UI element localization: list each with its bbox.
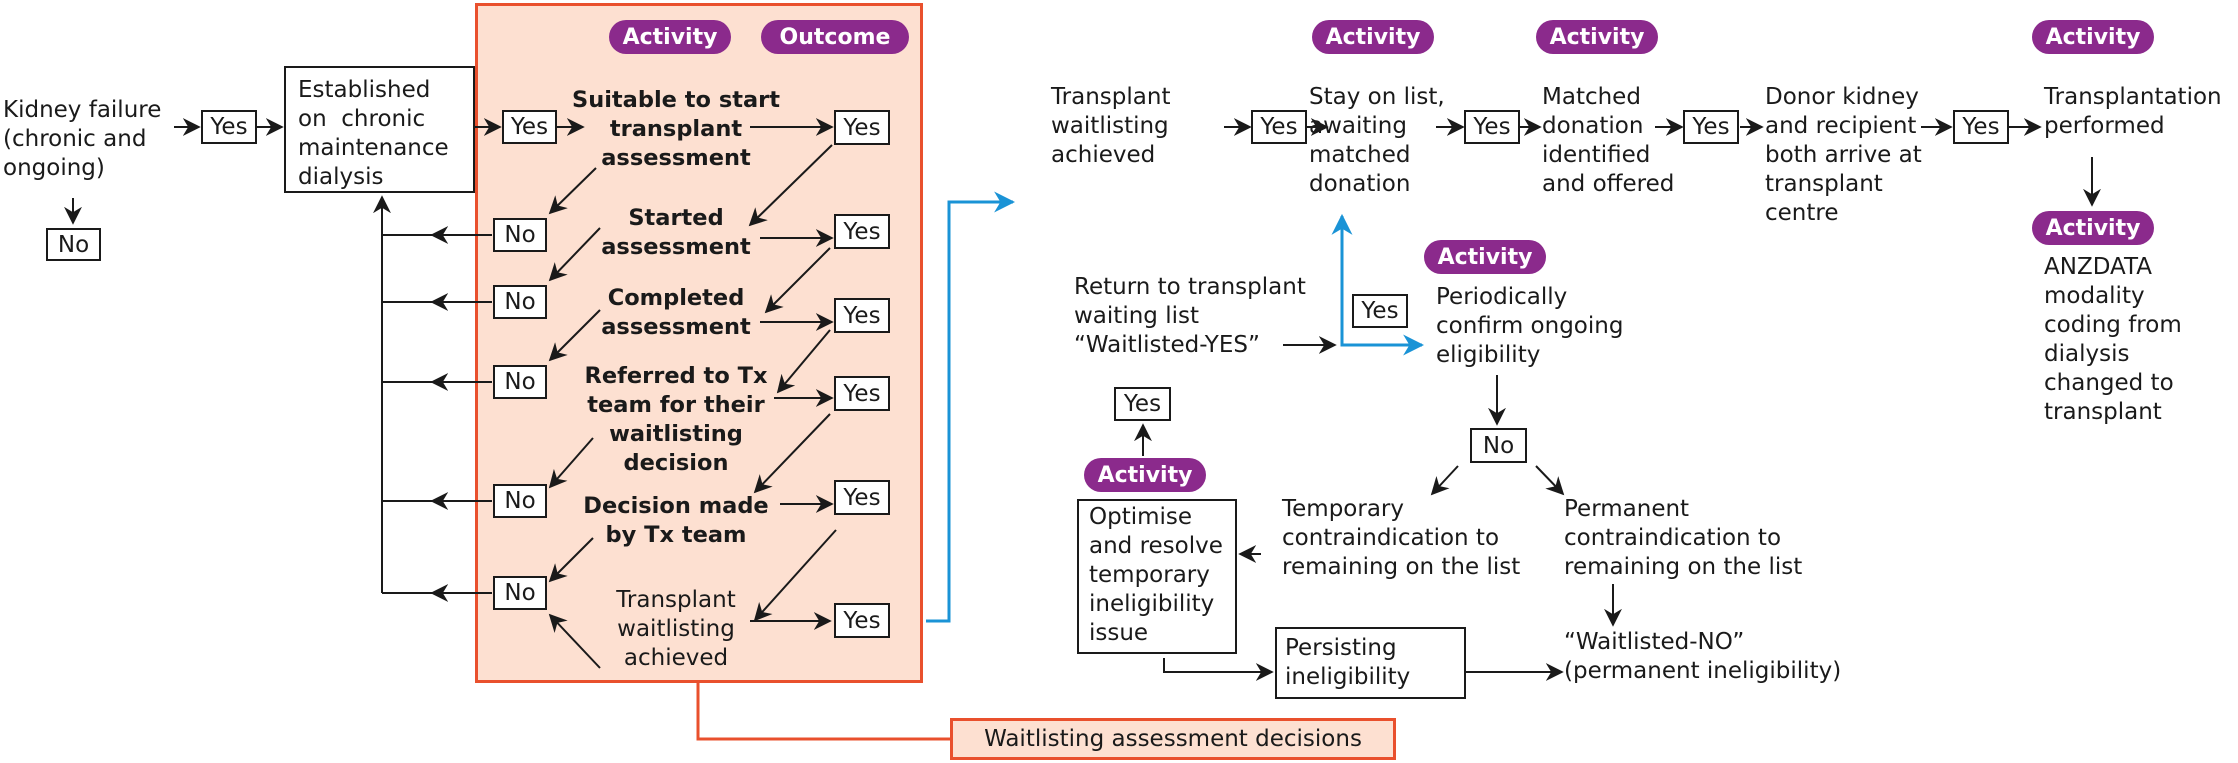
- outcome-yes-5: Yes: [834, 480, 890, 515]
- dialysis-box: Established on chronic maintenance dialy…: [284, 66, 475, 193]
- blue-flow-return: [1331, 213, 1425, 356]
- activity-pill-transplantation: Activity: [2032, 20, 2154, 54]
- legend-connector: [696, 683, 950, 741]
- outcome-pill: Outcome: [761, 20, 909, 54]
- outcome-yes-6: Yes: [834, 603, 890, 638]
- anzdata-coding: ANZDATA modality coding from dialysis ch…: [2044, 254, 2182, 425]
- donor-kidney-arrive: Donor kidney and recipient both arrive a…: [1765, 84, 1922, 226]
- kidney-failure-label: Kidney failure (chronic and ongoing): [3, 97, 162, 181]
- yes-box-2: Yes: [1464, 110, 1520, 144]
- yes-box-3: Yes: [1683, 110, 1739, 144]
- persisting-ineligibility-box: Persisting ineligibility: [1275, 627, 1466, 699]
- optimise-box: Optimise and resolve temporary ineligibi…: [1077, 499, 1237, 654]
- activity-pill-periodic: Activity: [1424, 240, 1546, 274]
- activity-pill-matched: Activity: [1536, 20, 1658, 54]
- activity-pill: Activity: [609, 20, 731, 54]
- entry-yes-box: Yes: [502, 110, 557, 144]
- periodic-no-box: No: [1470, 428, 1527, 463]
- kidney-no-box: No: [46, 228, 101, 261]
- outcome-yes-4: Yes: [834, 376, 890, 411]
- legend-waitlisting-assessment: Waitlisting assessment decisions: [950, 718, 1396, 760]
- outcome-yes-3: Yes: [834, 298, 890, 333]
- yes-box-4: Yes: [1953, 110, 2009, 144]
- optimise-yes-box: Yes: [1114, 387, 1171, 421]
- activity-pill-stay: Activity: [1312, 20, 1434, 54]
- waitlisted-no: “Waitlisted-NO” (permanent ineligibility…: [1564, 629, 1842, 684]
- outcome-no-2: No: [493, 285, 547, 319]
- outcome-no-4: No: [493, 484, 547, 518]
- blue-flow-to-waitlist: [926, 191, 1016, 623]
- outcome-yes-1: Yes: [834, 110, 890, 145]
- transplantation-performed: Transplantation performed: [2044, 84, 2222, 139]
- matched-donation: Matched donation identified and offered: [1542, 84, 1675, 197]
- periodically-confirm: Periodically confirm ongoing eligibility: [1436, 284, 1624, 368]
- step-referred: Referred to Tx team for their waitlistin…: [584, 363, 768, 476]
- temporary-contraindication: Temporary contraindication to remaining …: [1282, 496, 1521, 580]
- step-waitlisting-achieved: Transplant waitlisting achieved: [616, 587, 736, 671]
- return-to-waitlist: Return to transplant waiting list “Waitl…: [1074, 274, 1306, 358]
- transplant-waitlisting-achieved: Transplant waitlisting achieved: [1051, 84, 1171, 168]
- outcome-yes-2: Yes: [834, 214, 890, 249]
- periodic-yes-box: Yes: [1352, 294, 1408, 328]
- yes-box-1: Yes: [1251, 110, 1307, 144]
- step-decision: Decision made by Tx team: [583, 493, 769, 548]
- kidney-yes-box: Yes: [201, 110, 257, 144]
- step-started: Started assessment: [601, 205, 751, 260]
- permanent-contraindication: Permanent contraindication to remaining …: [1564, 496, 1803, 580]
- stay-on-list: Stay on list, awaiting matched donation: [1309, 84, 1445, 197]
- outcome-no-3: No: [493, 365, 547, 399]
- step-completed: Completed assessment: [601, 285, 751, 340]
- activity-pill-anzdata: Activity: [2032, 211, 2154, 245]
- outcome-no-1: No: [493, 218, 547, 252]
- outcome-no-5: No: [493, 576, 547, 610]
- activity-pill-optimise: Activity: [1084, 458, 1206, 492]
- step-suitable: Suitable to start transplant assessment: [571, 87, 780, 171]
